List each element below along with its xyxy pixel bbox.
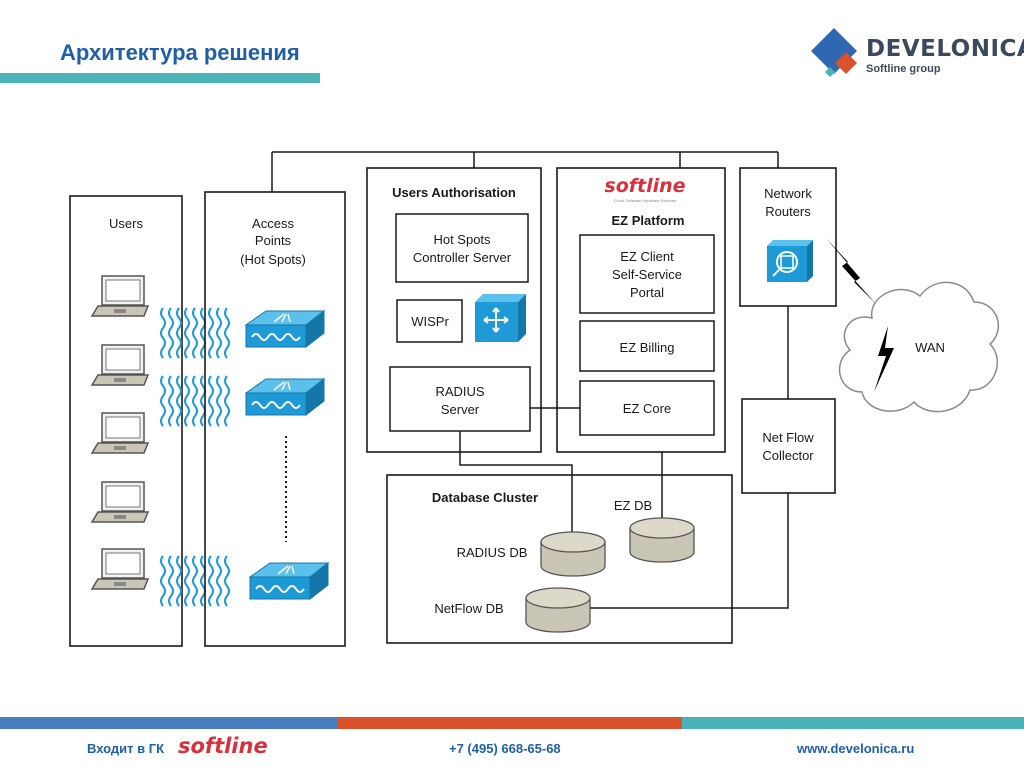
users-authorisation-panel: Users Authorisation Hot Spots Controller… [366, 167, 542, 453]
network-routers-panel: Network Routers [739, 167, 837, 307]
laptop-icon [91, 481, 149, 523]
footer-strip-orange [338, 717, 682, 729]
footer-member-text: Входит в ГК [87, 741, 165, 756]
ez-client-box [579, 234, 715, 314]
connectors [459, 407, 789, 609]
footer-strip-blue [0, 717, 338, 729]
footer-softline-logo: softline [178, 734, 268, 758]
wireless-wave-icon [160, 555, 230, 607]
laptop-icon [91, 344, 149, 386]
laptop-icon [91, 412, 149, 454]
network-routers-label-1: Network [764, 186, 812, 201]
top-network-bus [271, 151, 779, 192]
title-underline [0, 73, 320, 83]
radius-server-label-2: Server [441, 402, 480, 417]
router-icon [767, 240, 813, 282]
radius-db-label: RADIUS DB [457, 545, 528, 560]
netflow-db-label: NetFlow DB [434, 601, 503, 616]
hotspots-controller-label-1: Hot Spots [433, 232, 491, 247]
access-points-label-3: (Hot Spots) [240, 252, 306, 267]
laptop-icon [91, 548, 149, 590]
wispr-box [396, 299, 463, 343]
ez-db-label: EZ DB [614, 498, 652, 513]
ez-db-icon [629, 517, 695, 563]
logo-name: DEVELONICA [866, 36, 1024, 62]
netflow-db-icon [525, 587, 591, 633]
switch-icon [475, 294, 526, 342]
ez-platform-panel: softline Cloud Software Hardware Service… [556, 167, 726, 453]
logo-subtitle: Softline group [866, 63, 941, 75]
netflow-collector-panel: Net Flow Collector [741, 306, 836, 494]
wispr-label: WISPr [411, 314, 449, 329]
laptop-icon [91, 275, 149, 317]
database-cluster-panel: Database Cluster EZ DB RADIUS DB NetFlow… [386, 474, 733, 644]
wireless-links [160, 307, 230, 607]
wireless-wave-icon [160, 375, 230, 427]
database-cluster-title: Database Cluster [432, 490, 538, 505]
netflow-collector-label-1: Net Flow [762, 430, 814, 445]
ez-billing-box [579, 320, 715, 372]
ez-core-label: EZ Core [623, 401, 671, 416]
softline-logo: softline [604, 175, 685, 197]
hotspots-controller-box [395, 213, 529, 283]
radius-server-label-1: RADIUS [435, 384, 484, 399]
radius-db-icon [540, 531, 606, 577]
ez-billing-label: EZ Billing [620, 340, 675, 355]
ez-client-label-1: EZ Client [620, 249, 674, 264]
lightning-bolt-icon [874, 326, 894, 392]
ez-core-box [579, 380, 715, 436]
access-point-icon [245, 310, 325, 348]
footer-website-link[interactable]: www.develonica.ru [797, 741, 915, 756]
lightning-bolt-icon [826, 238, 876, 304]
develonica-logo: DEVELONICA Softline group [806, 26, 1024, 82]
ez-client-label-2: Self-Service [612, 267, 682, 282]
users-panel: Users [69, 195, 183, 647]
access-points-label-1: Access [252, 216, 294, 231]
access-point-icon [245, 378, 325, 416]
access-point-icon [249, 562, 329, 600]
footer-phone[interactable]: +7 (495) 668-65-68 [449, 741, 561, 756]
radius-server-box [389, 366, 531, 432]
access-points-panel: Access Points (Hot Spots) [204, 191, 346, 647]
network-routers-label-2: Routers [765, 204, 811, 219]
ez-platform-title: EZ Platform [612, 213, 685, 228]
develonica-logo-icon [811, 28, 857, 77]
wan-label: WAN [915, 340, 945, 355]
users-authorisation-title: Users Authorisation [392, 185, 516, 200]
footer-strip-teal [682, 717, 1024, 729]
page-title: Архитектура решения [60, 40, 300, 65]
users-label: Users [109, 216, 143, 231]
ez-client-label-3: Portal [630, 285, 664, 300]
hotspots-controller-label-2: Controller Server [413, 250, 512, 265]
wireless-wave-icon [160, 307, 230, 359]
netflow-collector-label-2: Collector [762, 448, 814, 463]
access-points-label-2: Points [255, 233, 292, 248]
softline-tagline: Cloud Software Hardware Services [614, 198, 676, 203]
wan-cloud: WAN [838, 281, 1000, 413]
